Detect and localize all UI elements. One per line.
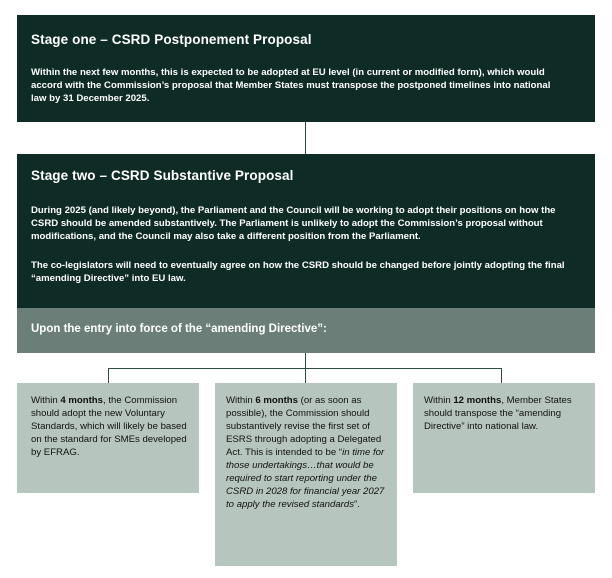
branch-right-line: [501, 368, 502, 383]
six-months-text: Within 6 months (or as soon as possible)…: [226, 394, 392, 511]
six-months-prefix: Within: [226, 395, 256, 406]
six-months-end: ”.: [354, 499, 360, 510]
six-months-period: 6 months: [255, 395, 298, 406]
four-months-text: Within 4 months, the Commission should a…: [31, 394, 193, 459]
twelve-months-text: Within 12 months, Member States should t…: [424, 394, 574, 433]
branch-middle-line: [305, 368, 306, 383]
six-months-box: Within 6 months (or as soon as possible)…: [215, 383, 397, 566]
entry-into-force-banner: Upon the entry into force of the “amendi…: [17, 308, 595, 353]
branch-left-line: [108, 368, 109, 383]
banner-drop-line: [305, 353, 306, 368]
stage-two-paragraph-1: During 2025 (and likely beyond), the Par…: [31, 205, 556, 242]
stage-connector-line: [305, 122, 306, 154]
twelve-months-suffix: , Member States should transpose the “am…: [424, 395, 572, 432]
stage-one-panel: Stage one – CSRD Postponement Proposal W…: [17, 15, 595, 122]
twelve-months-period: 12 months: [453, 395, 502, 406]
twelve-months-prefix: Within: [424, 395, 454, 406]
stage-one-title: Stage one – CSRD Postponement Proposal: [31, 32, 312, 47]
stage-one-body: Within the next few months, this is expe…: [31, 67, 551, 104]
four-months-period: 4 months: [60, 395, 103, 406]
four-months-prefix: Within: [31, 395, 61, 406]
six-months-suffix: (or as soon as possible), the Commission…: [226, 395, 382, 458]
six-months-quote: in time for those undertakings…that woul…: [226, 447, 385, 510]
stage-two-panel: Stage two – CSRD Substantive Proposal Du…: [17, 154, 595, 308]
four-months-suffix: , the Commission should adopt the new Vo…: [31, 395, 187, 458]
entry-into-force-text: Upon the entry into force of the “amendi…: [31, 323, 327, 335]
twelve-months-box: Within 12 months, Member States should t…: [413, 383, 595, 493]
stage-two-paragraph-2: The co-legislators will need to eventual…: [31, 260, 565, 284]
four-months-box: Within 4 months, the Commission should a…: [17, 383, 199, 493]
stage-two-title: Stage two – CSRD Substantive Proposal: [31, 168, 294, 183]
